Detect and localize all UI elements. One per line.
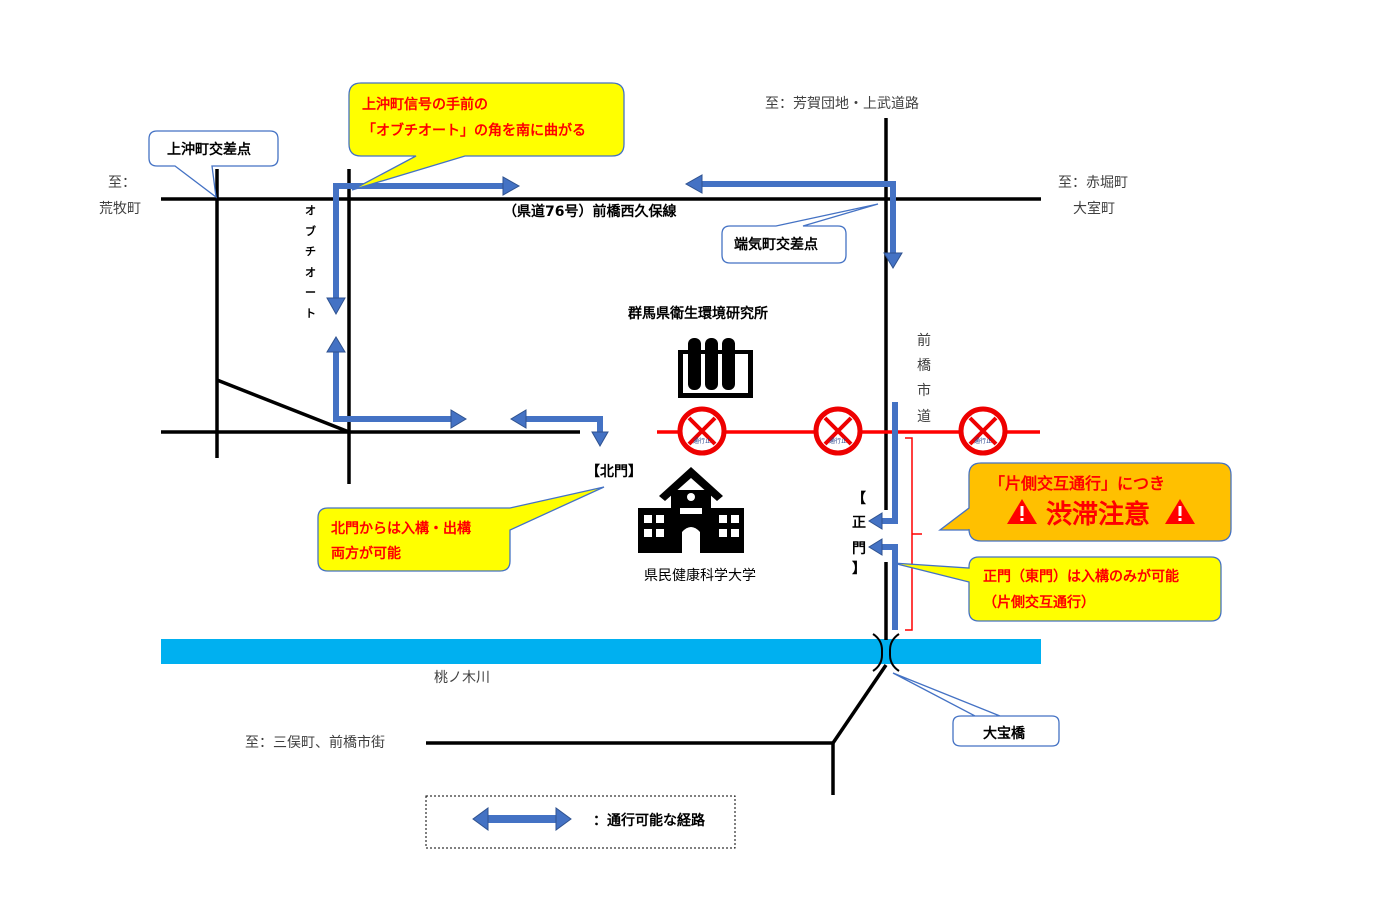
arrow-down-icon <box>591 431 609 448</box>
char: ト <box>305 307 316 320</box>
char: ー <box>305 286 316 299</box>
river-label: 桃ノ木川 <box>434 670 490 686</box>
char: オ <box>305 266 316 279</box>
kamiokimachi-text: 上沖町交差点 <box>167 141 251 158</box>
char: オ <box>305 204 316 217</box>
to-matamata-label: 至：三俣町、前橋市街 <box>245 734 385 751</box>
char: 市 <box>917 382 931 399</box>
turn-text-2: 「オブチオート」の角を南に曲がる <box>362 122 586 139</box>
obuchi-auto-label: オ ブ チ オ ー ト <box>305 204 316 320</box>
to-aramaki-label: 至： <box>108 175 136 191</box>
omuro-label: 大室町 <box>1073 200 1115 217</box>
to-akabori-label: 至：赤堀町 <box>1058 175 1128 191</box>
warning-text-1: 「片側交互通行」につき <box>989 474 1165 493</box>
road-bridge-south <box>831 664 888 744</box>
warning-text-2: 渋滞注意 <box>1046 499 1150 530</box>
warning-icon <box>1007 499 1037 524</box>
laboratory-icon <box>678 338 753 398</box>
callout-congestion-warning: 「片側交互通行」につき 渋滞注意 <box>938 462 1232 542</box>
char: 橋 <box>917 358 931 374</box>
north-gate-text-2: 両方が可能 <box>331 545 401 562</box>
char: ブ <box>305 224 316 238</box>
river <box>161 639 1041 664</box>
to-haga-label: 至：芳賀団地・上武道路 <box>765 95 919 112</box>
no-entry-sign-icon: 通行止 <box>677 406 727 456</box>
bridge-icon <box>872 633 900 672</box>
callout-turn-instruction: 上沖町信号の手前の 「オブチオート」の角を南に曲がる <box>348 82 625 191</box>
callout-main-gate: 正門（東門）は入構のみが可能 （片側交互通行） <box>892 556 1222 622</box>
callout-kamiokimachi: 上沖町交差点 <box>148 130 279 199</box>
double-arrow-icon <box>472 807 572 831</box>
main-gate-label: 【 正 門 】 <box>852 491 866 577</box>
arrow-left-icon <box>868 512 883 530</box>
char: 前 <box>917 332 931 349</box>
turn-text-1: 上沖町信号の手前の <box>362 96 488 113</box>
char: 【 <box>852 491 866 507</box>
main-gate-text-1: 正門（東門）は入構のみが可能 <box>983 568 1179 585</box>
legend: ：通行可能な経路 <box>425 795 736 849</box>
school-icon <box>638 467 744 553</box>
char: 道 <box>917 409 931 425</box>
arrow-down-icon <box>883 252 903 269</box>
no-entry-sign-icon: 通行止 <box>813 406 863 456</box>
sign-text: 通行止 <box>693 437 711 445</box>
arrow-down-icon <box>326 297 346 316</box>
aramaki-label: 荒牧町 <box>99 201 141 217</box>
arrow-left-icon <box>868 538 883 556</box>
university-label: 県民健康科学大学 <box>644 567 756 584</box>
arrow-left-icon <box>510 409 527 429</box>
char: チ <box>305 245 316 258</box>
congestion-bracket <box>905 437 922 631</box>
sign-text: 通行止 <box>829 437 847 445</box>
sign-text: 通行止 <box>974 437 992 445</box>
callout-hakemachi: 端気町交差点 <box>721 203 879 264</box>
north-gate-label: 【北門】 <box>586 464 642 480</box>
arrow-right-icon <box>502 176 521 196</box>
main-gate-text-2: （片側交互通行） <box>983 594 1095 611</box>
bridge-text: 大宝橋 <box>983 725 1026 742</box>
char: 】 <box>852 561 866 577</box>
maebashi-road-label: 前 橋 市 道 <box>917 332 931 425</box>
char: 正 <box>852 515 866 531</box>
arrow-right-icon <box>450 409 467 429</box>
hakemachi-text: 端気町交差点 <box>734 236 818 253</box>
north-gate-text-1: 北門からは入構・出構 <box>331 520 471 537</box>
arrow-up-icon <box>326 336 346 353</box>
no-entry-sign-icon: 通行止 <box>958 406 1008 456</box>
arrow-left-icon <box>684 174 703 194</box>
lab-label: 群馬県衛生環境研究所 <box>627 305 768 322</box>
callout-bridge: 大宝橋 <box>892 672 1060 747</box>
callout-north-gate: 北門からは入構・出構 両方が可能 <box>317 486 605 572</box>
road-diagonal <box>216 378 350 434</box>
char: 門 <box>852 541 866 557</box>
route-76-label: （県道76号）前橋西久保線 <box>503 203 676 220</box>
route-arrows <box>326 174 903 630</box>
warning-icon <box>1165 499 1195 524</box>
legend-label: ：通行可能な経路 <box>593 812 706 829</box>
